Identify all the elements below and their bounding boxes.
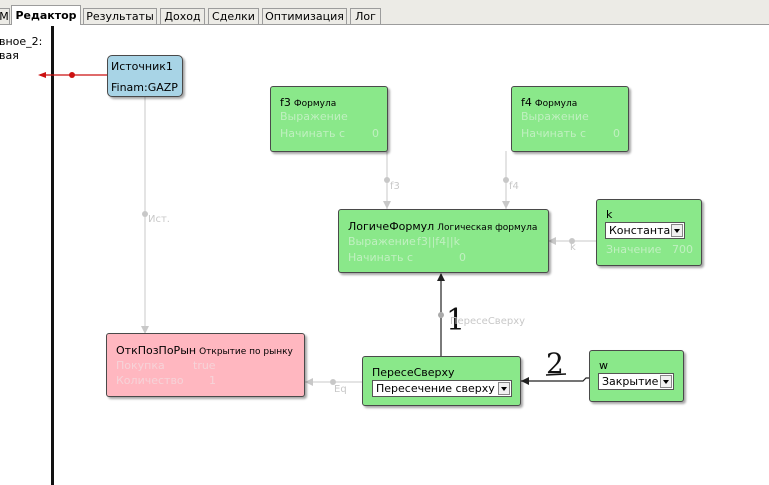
block-title: ПересеСверху: [372, 366, 455, 379]
tab-optimization[interactable]: Оптимизация: [262, 8, 347, 24]
cross-over-block[interactable]: ПересеСверху Пересечение сверху: [362, 356, 521, 406]
block-title: Источник1: [111, 60, 173, 73]
tab-income[interactable]: Доход: [160, 8, 205, 24]
expression-property: Выражение: [280, 110, 348, 123]
price-type-select[interactable]: Закрытие: [598, 373, 674, 390]
port-label-k: k: [570, 242, 576, 253]
expression-property: Выражение: [521, 110, 589, 123]
arrow-head: [38, 72, 46, 78]
port-label-eq: Eq: [334, 384, 347, 395]
arrow-head: [521, 377, 529, 385]
chevron-down-icon[interactable]: [660, 375, 672, 388]
strategy-list-panel: вное_2: вая: [0, 26, 51, 485]
annotation-one: 1: [446, 303, 465, 338]
arrow-head: [502, 201, 510, 209]
arrow-head: [305, 378, 313, 386]
port-dot: [569, 238, 575, 244]
strategy-list-line[interactable]: вая: [0, 49, 19, 62]
source-block[interactable]: Источник1 Finam:GAZP: [107, 55, 183, 97]
port-dot: [503, 177, 509, 183]
annotation-two: 2: [546, 347, 564, 380]
arrow-head: [141, 326, 149, 334]
chevron-down-icon[interactable]: [671, 224, 683, 237]
tab-deals[interactable]: Сделки: [208, 8, 259, 24]
link-line: [521, 377, 589, 382]
tab-bar: М Редактор Результаты Доход Сделки Оптим…: [0, 0, 769, 25]
port-dot: [142, 211, 148, 217]
panel-splitter[interactable]: [51, 26, 54, 485]
tab-log[interactable]: Лог: [350, 8, 381, 24]
port-dot: [69, 72, 75, 78]
chevron-down-icon[interactable]: [498, 382, 510, 395]
tab-m[interactable]: М: [0, 8, 10, 24]
security-name: Finam:GAZP: [111, 81, 178, 94]
price-block-w[interactable]: w Закрытие: [589, 350, 684, 402]
block-title: w: [599, 359, 608, 372]
block-title: k: [606, 208, 613, 221]
port-dot: [384, 177, 390, 183]
annotation-underline: [545, 373, 567, 376]
port-label-source: Ист.: [148, 214, 170, 225]
port-label-f3: f3: [390, 181, 400, 192]
arrow-head: [437, 273, 445, 281]
cross-type-select[interactable]: Пересечение сверху: [372, 380, 512, 397]
port-label-f4: f4: [509, 181, 519, 192]
constant-type-select[interactable]: Константа: [605, 222, 685, 239]
arrow-head: [548, 237, 556, 245]
port-label-cross: ПересеСверху: [450, 316, 526, 327]
arrow-head: [383, 201, 391, 209]
tab-results[interactable]: Результаты: [83, 8, 157, 24]
port-dot: [438, 312, 444, 318]
tab-editor[interactable]: Редактор: [11, 5, 81, 25]
strategy-list-line[interactable]: вное_2:: [0, 35, 43, 48]
port-dot: [330, 379, 336, 385]
